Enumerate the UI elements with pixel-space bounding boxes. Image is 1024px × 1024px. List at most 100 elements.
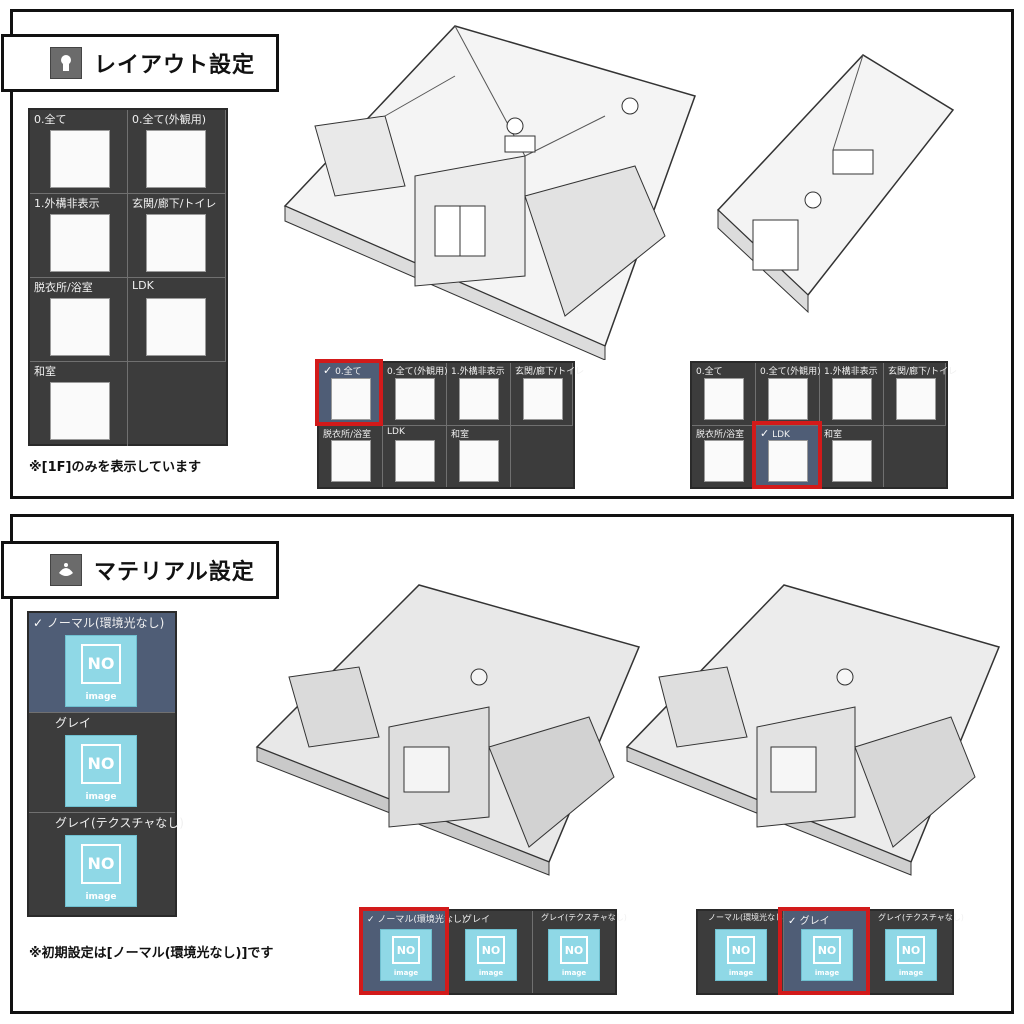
no-image-thumbnail: NO image xyxy=(65,835,137,907)
no-image-label: NO xyxy=(81,844,121,884)
layout-item-washitsu[interactable]: 和室 xyxy=(30,362,128,446)
layout-item-washitsu[interactable]: 和室 xyxy=(820,426,884,487)
layout-item-label: 和室 xyxy=(451,430,470,440)
material-section-header: マテリアル設定 xyxy=(1,541,279,599)
layout-thumbnail xyxy=(395,440,435,482)
layout-item-label: 玄関/廊下/トイレ xyxy=(888,367,958,377)
layout-item-bathroom[interactable]: 脱衣所/浴室 xyxy=(319,426,383,487)
layout-section-title: レイアウト設定 xyxy=(94,53,256,78)
no-image-thumbnail: NO image xyxy=(65,635,137,707)
layout-item-label: 0.全て(外観用) xyxy=(132,113,207,126)
layout-thumbnail xyxy=(146,130,206,188)
material-item-normal[interactable]: ✓ ノーマル(環境光なし) NO image xyxy=(363,911,465,993)
no-image-label: NO xyxy=(477,936,505,964)
check-icon: ✓ xyxy=(760,427,770,440)
no-image-label: NO xyxy=(392,936,420,964)
material-item-normal[interactable]: ✓ ノーマル(環境光なし) NO image xyxy=(29,613,175,713)
layout-item-all-exterior[interactable]: 0.全て(外観用) xyxy=(756,363,821,426)
layout-thumbnail xyxy=(331,440,371,482)
no-image-label: NO xyxy=(81,644,121,684)
layout-thumbnail xyxy=(50,130,110,188)
layout-item-all[interactable]: 0.全て xyxy=(30,110,128,194)
no-image-label: NO xyxy=(727,936,755,964)
layout-thumbnail xyxy=(459,440,499,482)
no-image-sub: image xyxy=(561,969,587,977)
material-item-gray-no-texture[interactable]: グレイ(テクスチャなし) NO image xyxy=(533,911,627,993)
material-item-gray[interactable]: ✓ グレイ NO image xyxy=(784,911,870,993)
layout-item-all[interactable]: 0.全て xyxy=(692,363,756,426)
house-illustration-gray xyxy=(625,584,1001,876)
material-palette-selected-normal: ✓ ノーマル(環境光なし) NO image グレイ NO image グレイ(… xyxy=(361,909,627,995)
layout-item-label: 0.全て(外観用) xyxy=(387,367,448,377)
layout-item-label: 玄関/廊下/トイレ xyxy=(132,197,217,210)
layout-section-header: レイアウト設定 xyxy=(1,34,279,92)
layout-item-ldk[interactable]: LDK xyxy=(383,426,447,487)
layout-palette-selected-all: ✓ 0.全て 0.全て(外観用) 1.外構非表示 玄関/廊下/トイレ 脱衣所/浴… xyxy=(317,361,584,489)
layout-thumbnail xyxy=(704,440,744,482)
no-image-sub: image xyxy=(898,969,924,977)
no-image-sub: image xyxy=(728,969,754,977)
material-item-gray[interactable]: グレイ NO image xyxy=(29,713,175,813)
no-image-sub: image xyxy=(393,969,419,977)
material-icon xyxy=(50,554,82,586)
layout-thumbnail xyxy=(146,298,206,356)
layout-item-label: 脱衣所/浴室 xyxy=(696,430,745,440)
layout-thumbnail xyxy=(704,378,744,420)
layout-item-ldk[interactable]: LDK xyxy=(128,278,226,362)
check-icon: ✓ xyxy=(788,916,797,927)
layout-thumbnail xyxy=(523,378,563,420)
layout-item-label: LDK xyxy=(132,279,154,292)
layout-thumbnail xyxy=(331,378,371,420)
check-icon: ✓ xyxy=(367,915,375,925)
no-image-thumbnail: NO image xyxy=(65,735,137,807)
check-icon: ✓ xyxy=(323,364,333,377)
layout-item-label: 和室 xyxy=(824,430,843,440)
layout-item-label: 1.外構非表示 xyxy=(451,367,505,377)
no-image-sub: image xyxy=(814,969,840,977)
material-item-normal[interactable]: ノーマル(環境光なし) NO image xyxy=(698,911,786,993)
material-item-label: グレイ xyxy=(55,716,92,730)
material-panel: マテリアル設定 ✓ ノーマル(環境光なし) NO image グレイ NO im… xyxy=(1,514,1014,1014)
layout-thumbnail xyxy=(50,214,110,272)
layout-item-label: 0.全て(外観用) xyxy=(760,367,821,377)
no-image-thumbnail: NO image xyxy=(465,929,517,981)
layout-item-entrance[interactable]: 玄関/廊下/トイレ xyxy=(884,363,957,426)
layout-item-label: 0.全て xyxy=(34,113,67,126)
no-image-thumbnail: NO image xyxy=(801,929,853,981)
layout-thumbnail xyxy=(459,378,499,420)
no-image-sub: image xyxy=(478,969,504,977)
layout-item-hide-exterior[interactable]: 1.外構非表示 xyxy=(820,363,884,426)
layout-item-all-exterior[interactable]: 0.全て(外観用) xyxy=(383,363,448,426)
no-image-thumbnail: NO image xyxy=(715,929,767,981)
layout-item-ldk[interactable]: ✓ LDK xyxy=(756,426,820,487)
layout-note: ※[1F]のみを表示しています xyxy=(29,460,202,475)
house-illustration-normal xyxy=(255,584,641,876)
layout-item-washitsu[interactable]: 和室 xyxy=(447,426,511,487)
material-item-gray[interactable]: グレイ NO image xyxy=(449,911,533,993)
layout-thumbnail xyxy=(395,378,435,420)
layout-item-label: ✓ LDK xyxy=(760,427,790,440)
layout-item-entrance[interactable]: 玄関/廊下/トイレ xyxy=(128,194,226,278)
material-palette-selected-gray: ノーマル(環境光なし) NO image ✓ グレイ NO image グレイ(… xyxy=(696,909,964,995)
layout-item-all-exterior[interactable]: 0.全て(外観用) xyxy=(128,110,226,194)
layout-thumbnail xyxy=(768,378,808,420)
layout-thumbnail xyxy=(50,298,110,356)
material-item-label: グレイ(テクスチャなし) xyxy=(55,816,184,830)
material-item-label: ✓ ノーマル(環境光なし) xyxy=(367,915,466,925)
layout-item-label: 1.外構非表示 xyxy=(824,367,878,377)
hand-icon xyxy=(50,47,82,79)
layout-item-bathroom[interactable]: 脱衣所/浴室 xyxy=(692,426,756,487)
material-item-gray-no-texture[interactable]: グレイ(テクスチャなし) NO image xyxy=(870,911,964,993)
layout-item-bathroom[interactable]: 脱衣所/浴室 xyxy=(30,278,128,362)
no-image-label: NO xyxy=(813,936,841,964)
material-item-gray-no-texture[interactable]: グレイ(テクスチャなし) NO image xyxy=(29,813,184,915)
layout-item-label: LDK xyxy=(387,427,405,437)
material-item-label: ✓ ノーマル(環境光なし) xyxy=(33,616,165,630)
layout-item-hide-exterior[interactable]: 1.外構非表示 xyxy=(447,363,511,426)
layout-item-all[interactable]: ✓ 0.全て xyxy=(319,363,383,426)
layout-item-entrance[interactable]: 玄関/廊下/トイレ xyxy=(511,363,584,426)
layout-item-label: 1.外構非表示 xyxy=(34,197,100,210)
no-image-thumbnail: NO image xyxy=(885,929,937,981)
layout-item-hide-exterior[interactable]: 1.外構非表示 xyxy=(30,194,128,278)
material-item-label: グレイ(テクスチャなし) xyxy=(541,913,627,922)
